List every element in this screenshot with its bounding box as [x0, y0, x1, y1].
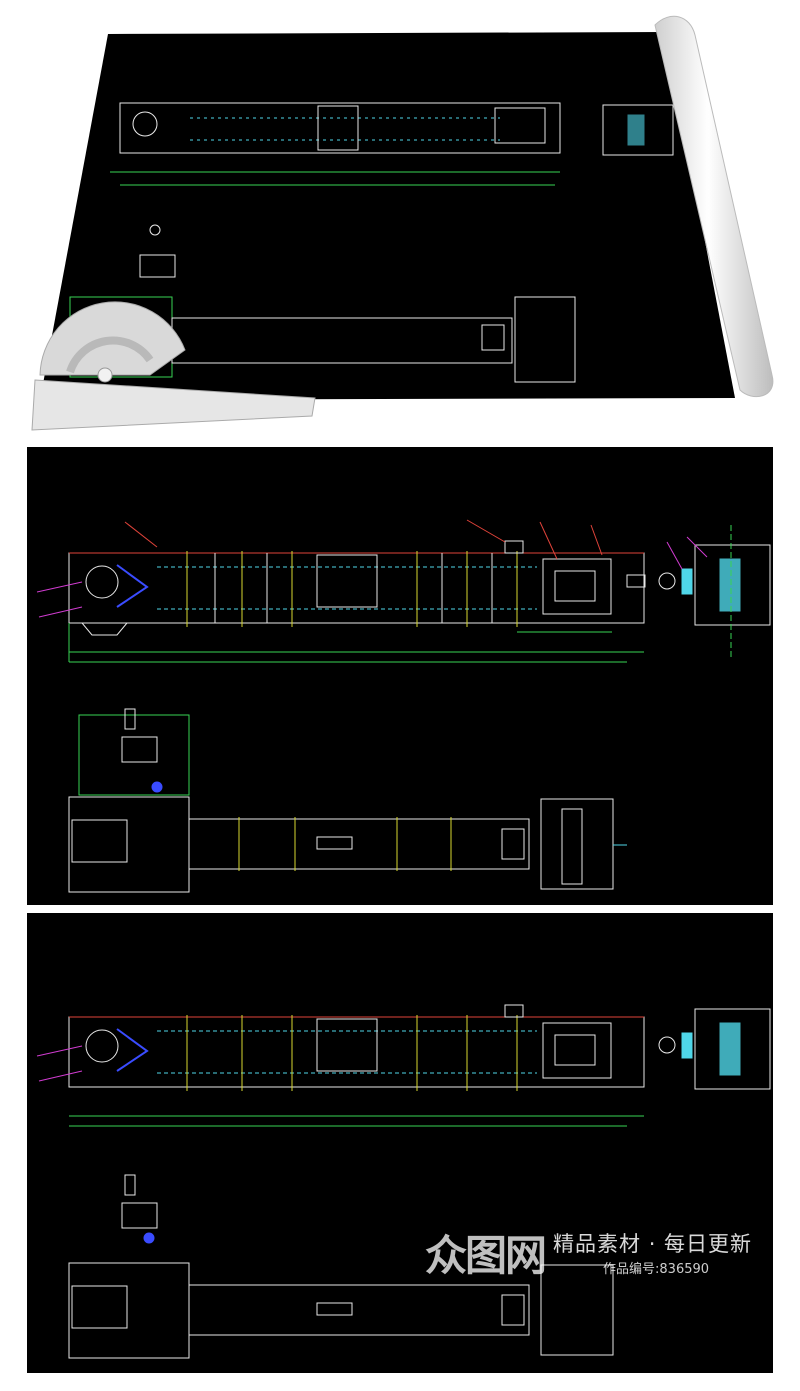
protractor-icon: [31, 301, 316, 431]
watermark: 众图网 精品素材 · 每日更新 作品编号:836590: [425, 1222, 800, 1282]
rolled-paper-icon: [654, 15, 774, 398]
watermark-text: 精品素材 · 每日更新 作品编号:836590: [553, 1228, 752, 1277]
rolled-sheet-svg: [31, 15, 774, 431]
watermark-slogan: 精品素材 · 每日更新: [553, 1231, 753, 1256]
watermark-logo: 众图网: [425, 1230, 547, 1280]
rolled-sheet-panel: [0, 0, 800, 440]
elevation-view-2: [36, 1004, 771, 1127]
cad-drawing-panel-1: [27, 447, 773, 905]
cad-drawing-panel-2: [27, 913, 773, 1373]
sheet-elevation-drawing: [110, 102, 674, 186]
drawing-sheet: [40, 32, 735, 400]
cad-drawing-svg-1: [36, 519, 771, 893]
elevation-view: [36, 519, 771, 663]
watermark-work-id: 作品编号:836590: [603, 1261, 710, 1277]
plan-view: [68, 708, 627, 893]
cad-drawing-svg-2: [36, 1004, 771, 1359]
plan-view-2: [68, 1174, 614, 1359]
